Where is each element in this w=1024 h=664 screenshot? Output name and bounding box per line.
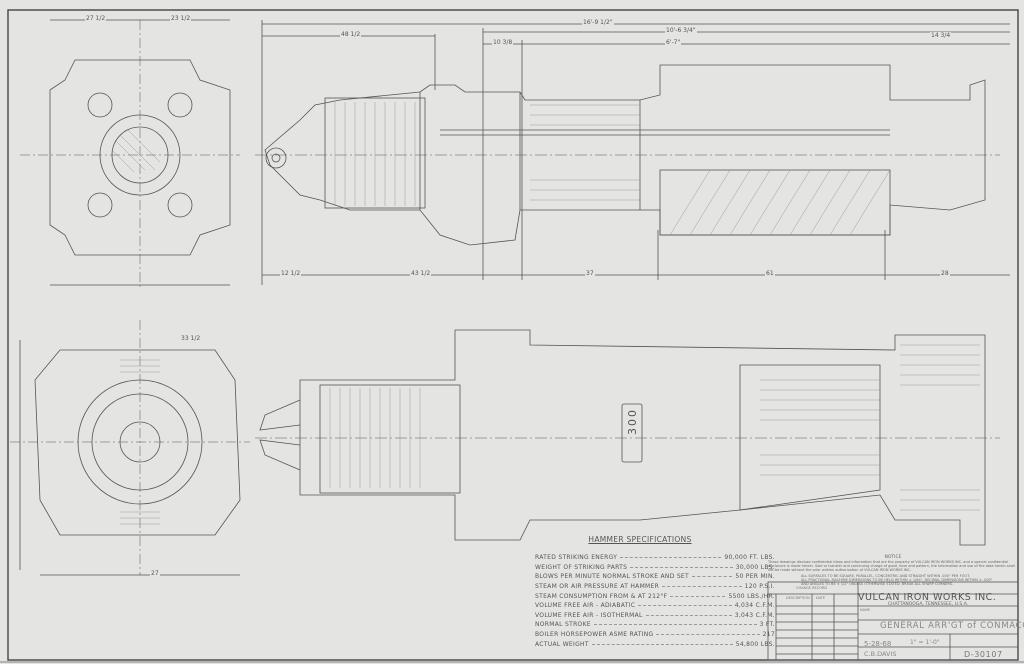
spec-row: NORMAL STROKE 3 FT. bbox=[535, 620, 775, 630]
change-record-label: CHANGE RECORD bbox=[796, 586, 828, 590]
title-label: NAME bbox=[860, 608, 871, 612]
dim-side-e: 43 1/2 bbox=[410, 270, 432, 277]
spec-label: VOLUME FREE AIR - ISOTHERMAL bbox=[535, 611, 643, 619]
spec-value: 3 FT. bbox=[759, 621, 775, 629]
spec-value: 217 bbox=[762, 631, 775, 639]
hatching-upper bbox=[334, 102, 891, 236]
spec-value: 90,000 FT. LBS. bbox=[724, 554, 775, 562]
leader-line bbox=[662, 586, 742, 588]
side-elevation-upper bbox=[255, 64, 1000, 246]
spec-label: RATED STRIKING ENERGY bbox=[535, 554, 618, 562]
leader-line bbox=[591, 643, 733, 645]
spec-row: VOLUME FREE AIR - ISOTHERMAL 3,043 C.F.M. bbox=[535, 611, 775, 621]
model-plate bbox=[621, 403, 643, 463]
notes-heading: NOTICE bbox=[884, 555, 902, 560]
leader-line bbox=[593, 624, 757, 626]
dim-side-d: 12 1/2 bbox=[280, 270, 302, 277]
side-section-lower bbox=[255, 329, 1000, 546]
dim-body-length: 6'-7" bbox=[665, 39, 682, 46]
spec-label: STEAM CONSUMPTION FROM & AT 212°F bbox=[535, 592, 668, 600]
dim-end-width-b: 23 1/2 bbox=[170, 15, 192, 22]
leader-line bbox=[656, 634, 760, 636]
drawing-title: GENERAL ARR'GT of CONMACO 300 bbox=[880, 621, 1024, 631]
specs-title: HAMMER SPECIFICATIONS bbox=[588, 535, 692, 544]
dim-end-width-d: 33 1/2 bbox=[180, 335, 202, 342]
leader-line bbox=[670, 595, 726, 597]
dim-upper-length: 10'-6 3/4" bbox=[665, 27, 697, 34]
spec-row: VOLUME FREE AIR - ADIABATIC 4,034 C.F.M. bbox=[535, 601, 775, 611]
dim-side-c: 28 bbox=[940, 270, 950, 277]
spec-label: WEIGHT OF STRIKING PARTS bbox=[535, 563, 628, 571]
spec-value: 30,000 LBS. bbox=[735, 563, 775, 571]
dim-head-length: 48 1/2 bbox=[340, 31, 362, 38]
dim-side-a: 37 bbox=[585, 270, 595, 277]
leader-line bbox=[638, 605, 732, 607]
drawing-date: 5-28-68 bbox=[864, 640, 892, 648]
spec-row: STEAM OR AIR PRESSURE AT HAMMER 120 P.S.I… bbox=[535, 582, 775, 592]
spec-label: STEAM OR AIR PRESSURE AT HAMMER bbox=[535, 583, 660, 591]
dim-overall-length: 16'-9 1/2" bbox=[582, 19, 614, 26]
tolerance-notes: ALL SURFACES TO BE SQUARE, PARALLEL, CON… bbox=[801, 574, 993, 587]
leader-line bbox=[645, 614, 732, 616]
spec-row: WEIGHT OF STRIKING PARTS 30,000 LBS. bbox=[535, 563, 775, 573]
spec-row: BOILER HORSEPOWER ASME RATING 217 bbox=[535, 630, 775, 640]
drawn-by: C.B.DAVIS bbox=[864, 650, 897, 658]
title-block: NOTICE These drawings disclose confident… bbox=[768, 555, 1024, 659]
dim-end-width-a: 27 1/2 bbox=[85, 15, 107, 22]
leader-line bbox=[630, 566, 733, 568]
leader-line bbox=[620, 557, 722, 559]
company-name: VULCAN IRON WORKS INC. bbox=[858, 592, 997, 603]
spec-label: BOILER HORSEPOWER ASME RATING bbox=[535, 631, 654, 639]
dim-offset: 10 3/8 bbox=[492, 39, 514, 46]
leader-line bbox=[692, 576, 733, 578]
spec-row: BLOWS PER MINUTE NORMAL STROKE AND SET 50… bbox=[535, 572, 775, 582]
dim-end-width-c: 27 bbox=[150, 570, 160, 577]
spec-value: 120 P.S.I. bbox=[744, 583, 775, 591]
spec-value: 50 PER MIN. bbox=[735, 573, 775, 581]
hatching-lower bbox=[329, 344, 980, 511]
spec-label: VOLUME FREE AIR - ADIABATIC bbox=[535, 602, 636, 610]
end-view-lower bbox=[10, 320, 250, 576]
company-city: CHATTANOOGA, TENNESSEE, U.S.A. bbox=[888, 602, 969, 607]
spec-value: 5500 LBS./HR. bbox=[728, 592, 775, 600]
spec-row: STEAM CONSUMPTION FROM & AT 212°F 5500 LB… bbox=[535, 591, 775, 601]
drawing-scale: 1" = 1'-0" bbox=[910, 639, 940, 646]
model-plate-label: 300 bbox=[626, 408, 639, 435]
sheet-border bbox=[7, 9, 1019, 661]
date-col-label: DATE bbox=[816, 596, 826, 600]
spec-row: ACTUAL WEIGHT 54,800 LBS. bbox=[535, 639, 775, 649]
spec-label: ACTUAL WEIGHT bbox=[535, 640, 589, 648]
dim-top-right: 14 3/4 bbox=[930, 32, 952, 39]
description-label: DESCRIPTION bbox=[786, 596, 810, 600]
drawing-number: D-30107 bbox=[964, 650, 1003, 659]
spec-row: RATED STRIKING ENERGY 90,000 FT. LBS. bbox=[535, 553, 775, 563]
spec-label: BLOWS PER MINUTE NORMAL STROKE AND SET bbox=[535, 573, 689, 581]
spec-label: NORMAL STROKE bbox=[535, 621, 591, 629]
hammer-specifications: HAMMER SPECIFICATIONS RATED STRIKING ENE… bbox=[535, 535, 775, 649]
spec-value: 4,034 C.F.M. bbox=[734, 602, 775, 610]
dim-side-b: 61 bbox=[765, 270, 775, 277]
spec-value: 54,800 LBS. bbox=[735, 640, 775, 648]
spec-value: 3,043 C.F.M. bbox=[734, 611, 775, 619]
notes-text: These drawings disclose confidential ide… bbox=[768, 560, 1015, 572]
